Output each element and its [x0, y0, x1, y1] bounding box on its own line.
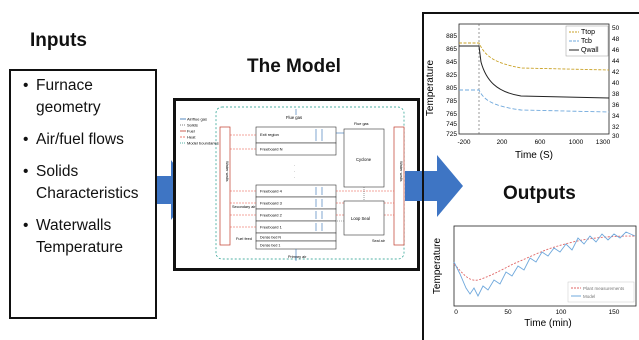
zone-dense-bed-n-label: Dense bed N [260, 236, 281, 240]
chart-top-y2tick: 42 [612, 69, 620, 76]
seal-air-label: Seal air [372, 239, 386, 243]
left-water-wall-label: Water walls [225, 161, 230, 182]
zone-freeboard-1-label: Freeboard 1 [260, 225, 283, 230]
chart-top-y2tick: 38 [612, 91, 620, 98]
chart-top: Temperature Time (S) 885 865 845 825 805… [426, 23, 620, 161]
chart-top-ytick: 885 [446, 33, 457, 40]
chart-top-y2tick: 50 [612, 25, 620, 32]
chart-top-xtick: 600 [535, 139, 546, 146]
chart-top-xtick: 1300 [596, 139, 611, 146]
model-diagram: Air/flue gas Solids Fuel Heat Model boun… [180, 106, 405, 261]
input-item-solids-characteristics: Solids Characteristics [23, 161, 155, 205]
zone-freeboard-n-label: Freeboard N [260, 147, 283, 152]
chart-bottom-xtick: 50 [504, 309, 512, 316]
flue-gas-label: Flue gas [286, 115, 302, 120]
chart-top-xlabel: Time (S) [515, 150, 553, 161]
model-boundary [215, 106, 405, 260]
primary-air-label: Primary air [288, 255, 307, 259]
loop-seal-label: Loop Seal [351, 216, 370, 221]
chart-top-y2tick: 32 [612, 124, 620, 131]
outputs-title: Outputs [503, 183, 576, 204]
zone-freeboard-2-label: Freeboard 2 [260, 213, 283, 218]
secondary-air-label: Secondary air [232, 205, 256, 209]
chart-bottom-legend-model: Model [583, 294, 595, 299]
cyclone [343, 128, 385, 188]
chart-top-y2tick: 44 [612, 58, 620, 65]
right-water-wall [393, 126, 405, 246]
legend-air: Air/flue gas [187, 117, 207, 122]
legend-solids: Solids [187, 123, 198, 128]
zone-exit-region-label: Exit region [260, 132, 279, 137]
cyclone-flue-gas-label: Flue gas [354, 122, 369, 126]
chart-top-legend-ttop: Ttop [581, 29, 595, 36]
chart-bottom-ylabel: Temperature [432, 237, 443, 294]
chart-top-y2tick: 48 [612, 36, 620, 43]
fuel-feed-label: Fuel feed [236, 237, 252, 241]
zone-flow-arrows [315, 129, 323, 231]
input-item-waterwalls-temperature: Waterwalls Temperature [23, 215, 155, 259]
model-diagram-box: Air/flue gas Solids Fuel Heat Model boun… [173, 98, 420, 271]
chart-top-xtick: 1000 [569, 139, 584, 146]
legend-fuel: Fuel [187, 129, 195, 134]
left-water-wall [219, 126, 231, 246]
zone-freeboard-3-label: Freeboard 3 [260, 201, 283, 206]
arrow-model-to-outputs [405, 155, 463, 217]
legend-heat: Heat [187, 135, 196, 140]
chart-top-ytick: 805 [446, 85, 457, 92]
input-item-air-fuel-flows: Air/fuel flows [23, 129, 155, 151]
chart-bottom-xlabel: Time (min) [524, 318, 571, 329]
chart-top-y2tick: 30 [612, 133, 620, 140]
chart-top-xtick: -200 [457, 139, 470, 146]
inputs-box: Furnace geometry Air/fuel flows Solids C… [9, 69, 157, 319]
svg-text:·: · [294, 163, 295, 168]
chart-top-ytick: 845 [446, 59, 457, 66]
chart-top-ylabel: Temperature [426, 59, 436, 116]
chart-top-y2tick: 36 [612, 102, 620, 109]
chart-bottom-xtick: 0 [454, 309, 458, 316]
chart-top-legend-qwall: Qwall [581, 47, 599, 54]
inputs-list: Furnace geometry Air/fuel flows Solids C… [23, 75, 155, 269]
input-item-furnace-geometry: Furnace geometry [23, 75, 155, 119]
chart-top-ytick: 765 [446, 111, 457, 118]
chart-bottom-legend [567, 281, 635, 303]
furnace-column: Exit region Freeboard N · · · Freeboard … [255, 126, 337, 250]
chart-bottom-xtick: 150 [609, 309, 620, 316]
chart-top-ytick: 865 [446, 46, 457, 53]
chart-top-series-qwall [459, 45, 610, 99]
chart-top-series-ttop [459, 42, 610, 71]
svg-text:·: · [294, 169, 295, 174]
cyclone-label: Cyclone [356, 157, 372, 162]
right-water-wall-label: Water walls [399, 161, 404, 182]
chart-bottom-legend-plant: Plant measurements [583, 286, 625, 291]
loop-seal [343, 200, 385, 236]
chart-bottom: Temperature Time (min) 0 50 100 150 Plan… [432, 225, 637, 329]
outputs-panel [422, 12, 639, 340]
legend-model-boundaries: Model boundaries [187, 141, 219, 146]
inputs-title: Inputs [30, 30, 87, 51]
chart-top-ytick: 825 [446, 72, 457, 79]
model-title: The Model [247, 56, 341, 77]
svg-text:·: · [294, 175, 295, 180]
chart-top-series-tcb [459, 89, 610, 113]
chart-top-ytick: 785 [446, 98, 457, 105]
chart-top-ytick: 745 [446, 121, 457, 128]
chart-bottom-xtick: 100 [556, 309, 567, 316]
chart-top-legend-tcb: Tcb [581, 38, 592, 45]
zone-freeboard-4-label: Freeboard 4 [260, 189, 283, 194]
chart-top-y2tick: 34 [612, 113, 620, 120]
chart-top-y2tick: 40 [612, 80, 620, 87]
chart-bottom-series-model [453, 231, 636, 298]
chart-top-ytick: 725 [446, 131, 457, 138]
zone-dense-bed-1-label: Dense bed 1 [260, 244, 280, 248]
chart-top-xtick: 200 [497, 139, 508, 146]
model-legend: Air/flue gas Solids Fuel Heat Model boun… [180, 117, 219, 146]
chart-top-y2tick: 46 [612, 47, 620, 54]
